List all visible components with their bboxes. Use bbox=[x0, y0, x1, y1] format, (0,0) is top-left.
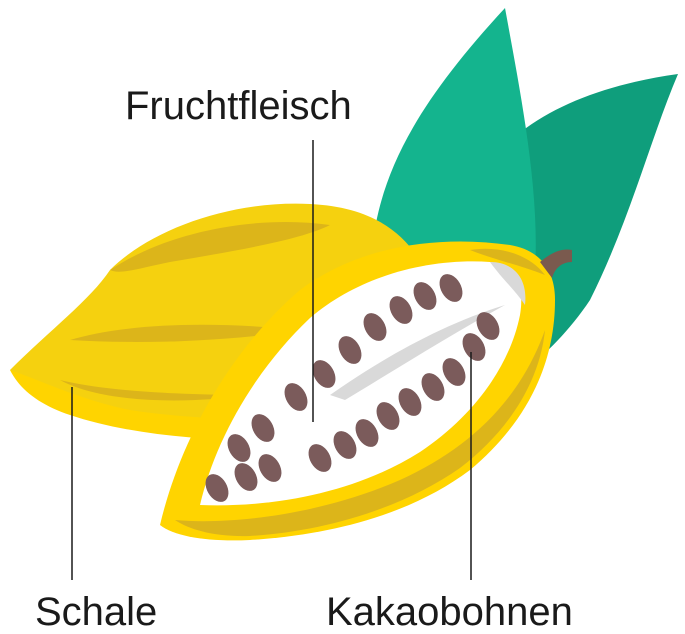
front-leaf bbox=[372, 8, 536, 270]
label-shell: Schale bbox=[35, 592, 157, 632]
label-beans: Kakaobohnen bbox=[326, 592, 573, 632]
label-pulp: Fruchtfleisch bbox=[125, 86, 352, 126]
